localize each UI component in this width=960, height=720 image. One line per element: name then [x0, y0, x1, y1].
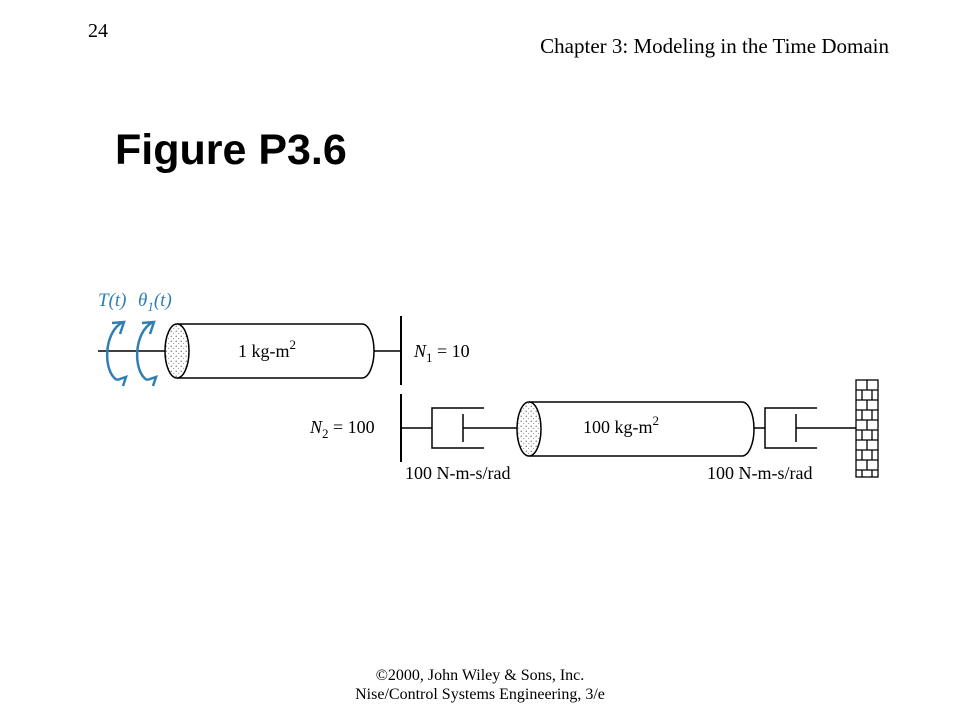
torque-arrow-icon [105, 320, 128, 387]
damper-1 [431, 407, 530, 449]
torque-label: T(t) [98, 290, 127, 311]
inertia-2-label: 100 kg-m2 [583, 413, 659, 437]
gear-1-label: N1 = 10 [413, 341, 470, 365]
angle-arrow-icon [135, 320, 158, 387]
chapter-title: Chapter 3: Modeling in the Time Domain [540, 34, 889, 58]
theta1-label: θ1(t) [138, 290, 172, 314]
damper-1-label: 100 N-m-s/rad [405, 463, 510, 483]
wall-icon [855, 379, 879, 478]
gear-2-label: N2 = 100 [309, 417, 375, 441]
damper-2 [764, 407, 856, 449]
footer-copyright: ©2000, John Wiley & Sons, Inc. [375, 667, 585, 684]
figure-title: Figure P3.6 [115, 126, 347, 174]
page-number: 24 [88, 20, 108, 42]
damper-2-label: 100 N-m-s/rad [707, 463, 812, 483]
inertia-1-cylinder [164, 323, 375, 379]
footer-book-title: Nise/Control Systems Engineering, 3/e [355, 686, 605, 703]
inertia-1-label: 1 kg-m2 [238, 337, 296, 361]
inertia-2-cylinder [516, 401, 755, 457]
